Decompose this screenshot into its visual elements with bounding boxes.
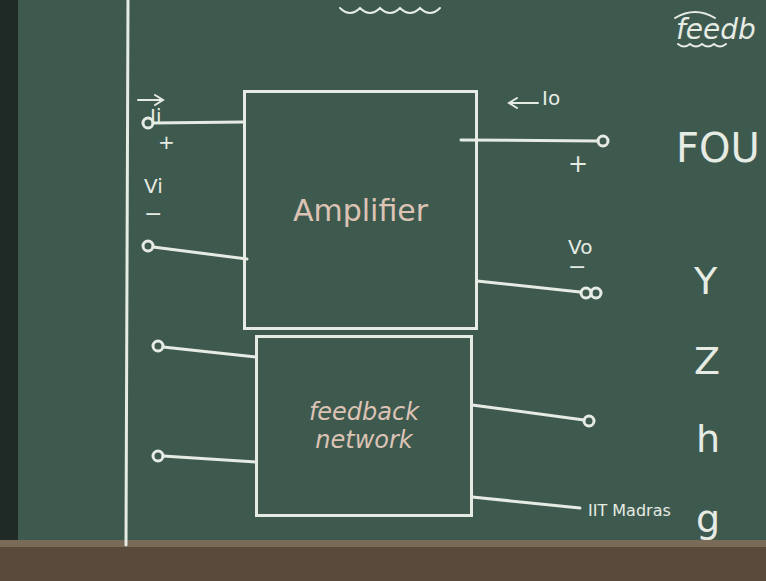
polarity-sign: − bbox=[568, 256, 586, 278]
block-box: Amplifier bbox=[243, 90, 478, 330]
parameter-letter: g bbox=[696, 500, 720, 538]
voltage-label: Vi bbox=[144, 176, 163, 196]
block-title: Amplifier bbox=[293, 193, 428, 228]
polarity-sign: + bbox=[158, 132, 175, 152]
polarity-sign: + bbox=[568, 152, 588, 176]
parameter-letter: Y bbox=[694, 262, 717, 300]
current-label: Io bbox=[542, 88, 560, 108]
block-box: feedback network bbox=[255, 335, 473, 517]
parameter-letter: Z bbox=[694, 342, 720, 380]
heading-note: FOU bbox=[676, 128, 760, 168]
heading-note: feedb bbox=[676, 16, 756, 44]
parameter-letter: h bbox=[696, 420, 720, 458]
voltage-label: Vo bbox=[568, 237, 592, 257]
block-title: feedback network bbox=[268, 398, 460, 454]
polarity-sign: − bbox=[144, 203, 162, 225]
watermark: IIT Madras bbox=[586, 503, 673, 519]
current-label: Ii bbox=[150, 106, 161, 126]
